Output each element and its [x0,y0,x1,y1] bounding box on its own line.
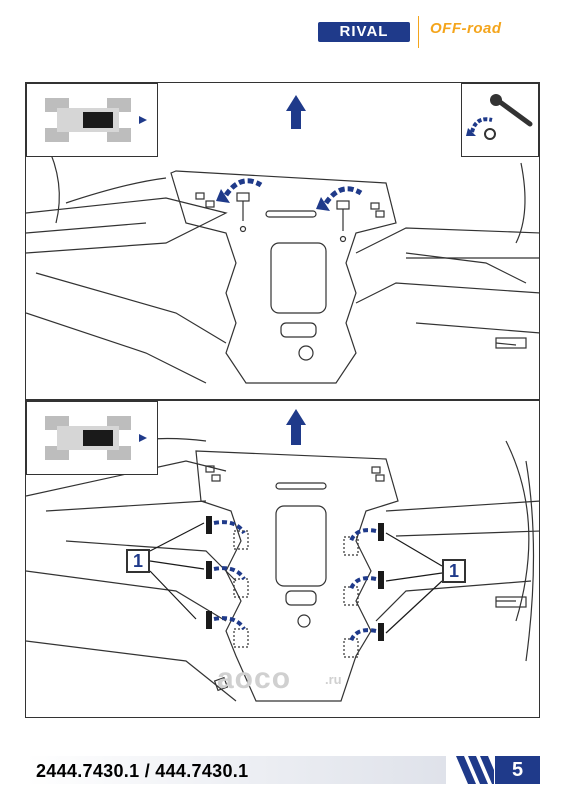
callout-text-left: 1 [132,551,143,571]
callout-label-left: 1 [126,549,150,573]
page-number: 5 [495,756,540,784]
watermark: aoco [217,662,291,696]
offroad-logo: OFF-road [430,20,502,37]
footer-band [26,756,446,784]
tool-inset [461,83,539,157]
watermark-text: aoco [217,662,292,695]
vehicle-location-inset-2 [26,401,158,475]
vehicle-location-inset [26,83,158,157]
header: RIVAL OFF-road [0,0,566,70]
watermark-tld-text: .ru [325,672,342,687]
logo-divider [418,16,419,48]
step-panel-2: 1 1 [25,400,540,718]
frame-illustration-2 [26,409,539,702]
up-direction-icon-2 [286,409,306,445]
watermark-tld: .ru [325,672,342,687]
offroad-logo-text: OFF-road [430,20,502,37]
vehicle-top-view-icon [45,98,147,142]
callout-label-right: 1 [442,559,466,583]
up-direction-icon [286,95,306,129]
callout-text-right: 1 [448,561,459,581]
footer: 2444.7430.1 / 444.7430.1 5 [0,752,566,788]
rival-logo-text: RIVAL [339,23,389,40]
rival-logo: RIVAL [318,22,410,42]
socket-wrench-icon [466,94,533,140]
part-number: 2444.7430.1 / 444.7430.1 [36,761,249,781]
footer-stripes [456,756,494,784]
vehicle-top-view-icon-2 [45,416,147,460]
step-panel-1 [25,82,540,400]
